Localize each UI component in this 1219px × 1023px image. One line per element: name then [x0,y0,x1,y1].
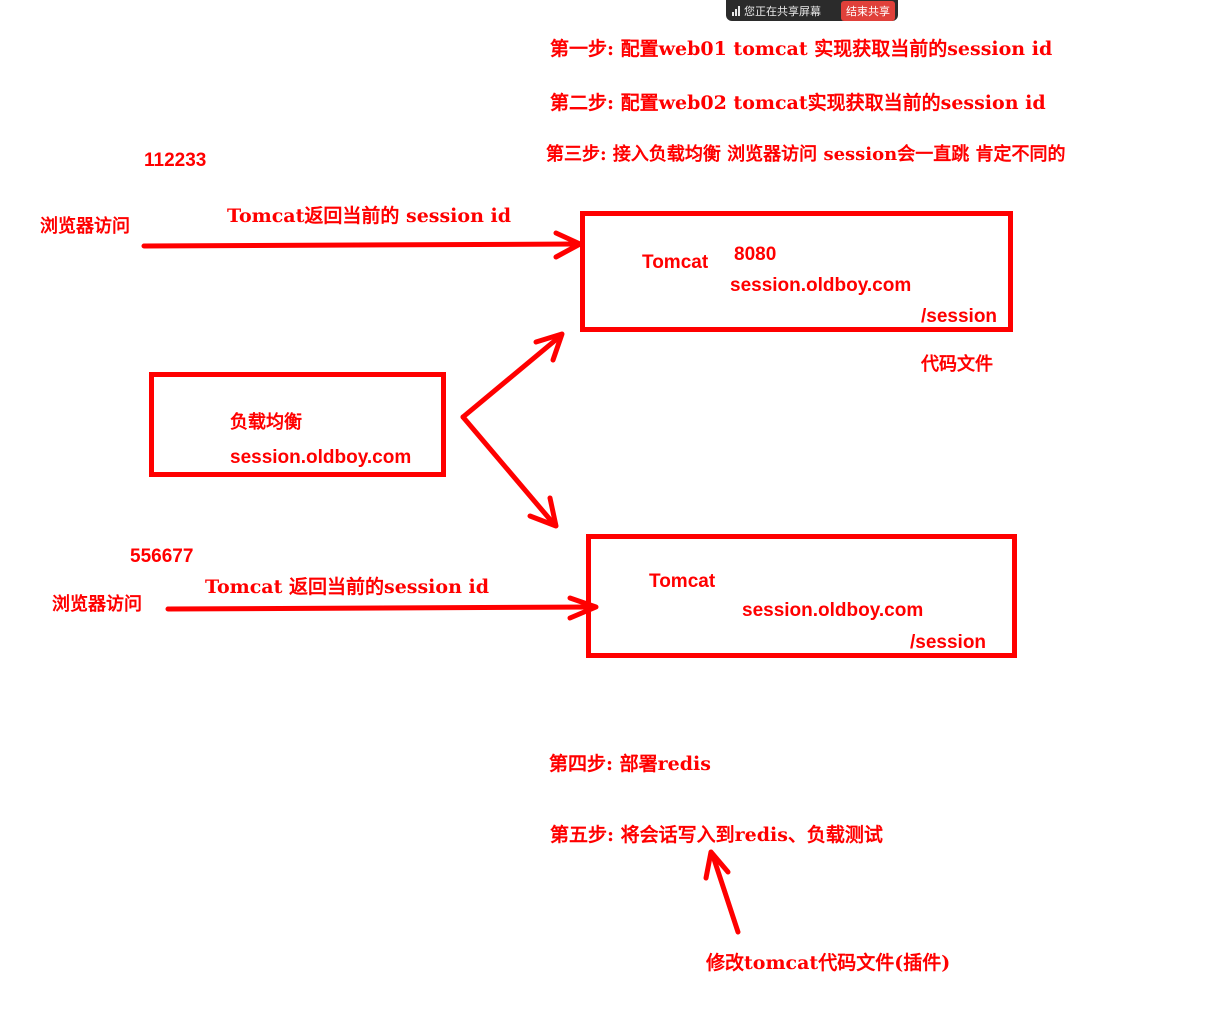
step-2: 第二步: 配置web02 tomcat实现获取当前的session id [550,92,1046,114]
browser-access-top: 浏览器访问 [40,216,130,237]
return-session-label-top: Tomcat返回当前的 session id [227,205,512,227]
session-value-top: 112233 [144,150,207,171]
signal-icon [732,5,740,16]
arrow-browser-to-tomcat-2 [165,595,599,621]
stop-sharing-button[interactable]: 结束共享 [841,0,895,21]
step-3: 第三步: 接入负载均衡 浏览器访问 session会一直跳 肯定不同的 [546,144,1066,165]
code-files-note: 代码文件 [921,354,993,375]
tomcat-1-name: Tomcat [642,252,709,273]
tomcat-1-port: 8080 [734,244,777,265]
tomcat-1-domain: session.oldboy.com [730,275,912,296]
step-4: 第四步: 部署redis [549,753,711,775]
tomcat-box-1 [580,211,1013,332]
tomcat-2-name: Tomcat [649,571,716,592]
plugin-note: 修改tomcat代码文件(插件) [706,952,951,974]
screen-share-bar: 您正在共享屏幕 结束共享 [726,0,898,21]
tomcat-box-2 [586,534,1017,658]
share-status-text: 您正在共享屏幕 [744,4,821,18]
arrow-browser-to-tomcat-1 [141,230,583,260]
arrow-plugin-to-step-5 [703,849,741,935]
tomcat-2-path: /session [910,632,987,653]
load-balancer-name: 负载均衡 [230,412,302,433]
session-value-bottom: 556677 [130,546,194,567]
arrow-lb-to-tomcat-2 [460,414,559,529]
step-5: 第五步: 将会话写入到redis、负载测试 [550,824,883,846]
tomcat-2-domain: session.oldboy.com [742,600,924,621]
arrow-lb-to-tomcat-1 [460,331,565,420]
step-1: 第一步: 配置web01 tomcat 实现获取当前的session id [550,38,1053,60]
load-balancer-domain: session.oldboy.com [230,447,412,468]
browser-access-bottom: 浏览器访问 [52,594,142,615]
return-session-label-bottom: Tomcat 返回当前的session id [205,576,490,598]
load-balancer-box [149,372,446,477]
tomcat-1-path: /session [921,306,998,327]
